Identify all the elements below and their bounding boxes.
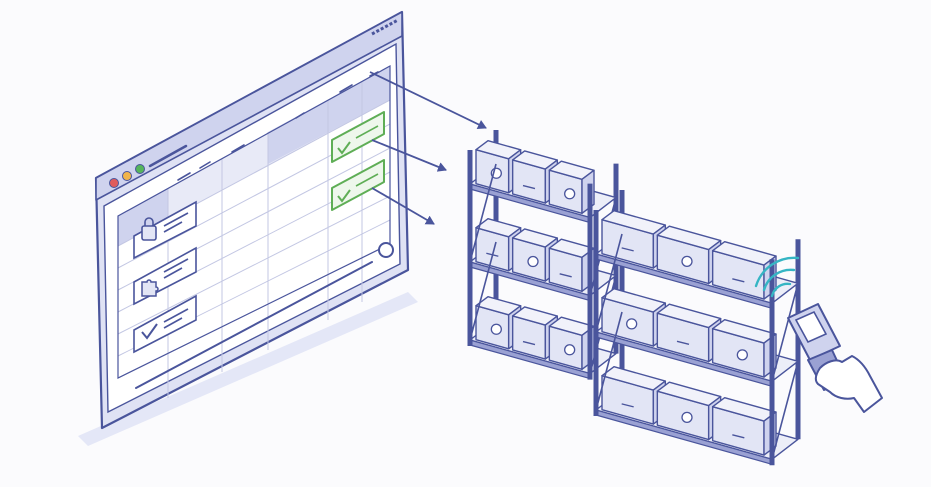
package-box-icon: [511, 228, 559, 282]
minimize-dot[interactable]: [122, 171, 132, 181]
box-label-line: [621, 247, 634, 252]
puzzle-icon: [141, 279, 159, 297]
scroll-knob[interactable]: [378, 242, 394, 258]
shelf-unit-right: [593, 190, 801, 466]
rack-brace: [595, 233, 623, 333]
package-box-icon: [548, 238, 595, 293]
box-label-line: [522, 340, 536, 346]
row-card-puzzle[interactable]: [133, 246, 197, 306]
shelving-rack: [467, 130, 801, 466]
checked-cell-2[interactable]: [331, 159, 385, 211]
row-card-check[interactable]: [133, 294, 197, 354]
box-label-line: [732, 434, 745, 439]
checkmark-icon: [141, 323, 158, 340]
user-icon: [141, 217, 157, 241]
hand-icon: [814, 355, 883, 413]
maximize-dot[interactable]: [135, 164, 145, 174]
package-box-icon: [601, 287, 667, 347]
box-label-line: [621, 403, 634, 408]
clock-label-icon: [564, 344, 576, 356]
table-header-highlight-right: [268, 66, 390, 164]
spreadsheet-window: [78, 10, 418, 446]
window-bottom-bar: [135, 261, 373, 389]
table-header-highlight: [118, 188, 168, 246]
rack-brace: [595, 311, 623, 411]
row-card-user[interactable]: [133, 200, 197, 260]
box-label-line: [732, 278, 745, 283]
rack-brace: [771, 361, 799, 460]
clock-label-icon: [736, 349, 748, 361]
arrow-1: [369, 71, 487, 130]
package-box-icon: [548, 160, 595, 215]
checked-cell-1[interactable]: [331, 111, 385, 163]
package-box-icon: [601, 209, 667, 269]
box-label-line: [559, 273, 572, 278]
sync-arrows: [369, 71, 487, 225]
shelf-unit-left: [467, 130, 619, 380]
window-shadow: [78, 292, 418, 446]
close-dot[interactable]: [109, 178, 119, 188]
signal-waves-icon: [754, 256, 800, 298]
scanner-group: [754, 256, 883, 413]
clock-label-icon: [681, 411, 693, 424]
package-box-icon: [601, 365, 667, 425]
check-icon: [337, 141, 351, 155]
rack-brace: [469, 163, 497, 263]
box-label-line: [676, 340, 690, 346]
check-icon: [337, 189, 351, 203]
box-label-line: [522, 184, 536, 190]
package-box-icon: [711, 240, 777, 300]
clock-label-icon: [626, 318, 638, 330]
clock-label-icon: [527, 255, 539, 268]
title-bar-text-line: [148, 144, 188, 168]
rack-brace: [771, 283, 799, 382]
package-box-icon: [475, 295, 522, 350]
arrow-3: [371, 187, 435, 225]
rack-brace: [469, 241, 497, 341]
clock-label-icon: [681, 255, 693, 268]
clock-label-icon: [490, 323, 502, 335]
package-box-icon: [548, 316, 595, 371]
arrow-2: [371, 139, 447, 172]
clock-label-icon: [564, 188, 576, 200]
